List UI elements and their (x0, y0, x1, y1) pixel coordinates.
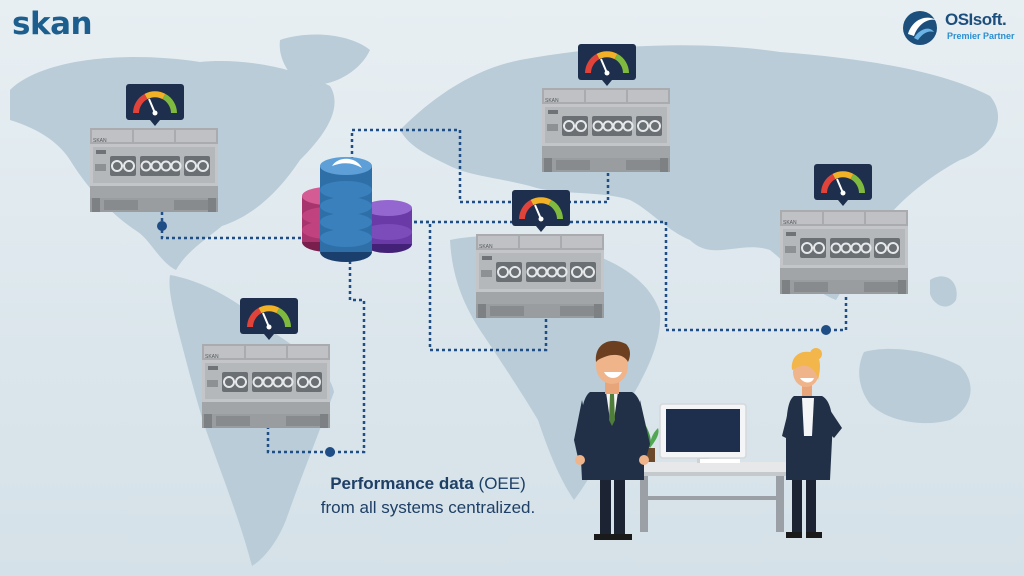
osisoft-logo: OSIsoft. Premier Partner (900, 8, 1018, 48)
connector-nodes (157, 221, 831, 457)
oee-gauge-icon (240, 298, 298, 340)
isolator-north-america: SKAN (89, 84, 219, 213)
machine-label: SKAN (205, 354, 219, 360)
machine-label: SKAN (479, 244, 493, 250)
machine-label: SKAN (545, 98, 559, 104)
osisoft-brand-text: OSIsoft. (945, 10, 1007, 29)
monitor-icon (659, 403, 747, 463)
caption-line-1: Performance data (OEE) (268, 472, 588, 496)
isolator-asia: SKAN (779, 164, 909, 295)
isolator-europe: SKAN (541, 44, 671, 173)
skan-logo: skan (12, 6, 93, 42)
connector-south-america (266, 255, 366, 454)
oee-gauge-icon (512, 190, 570, 232)
premier-partner-label: Premier Partner (947, 31, 1015, 41)
caption: Performance data (OEE) from all systems … (268, 472, 588, 520)
database-icon (302, 157, 412, 262)
connector-node (157, 221, 167, 231)
isolator-middle-east: SKAN (475, 190, 605, 319)
caption-line-2: from all systems centralized. (320, 498, 536, 517)
businesswoman-illustration (782, 348, 842, 538)
connector-asia (408, 220, 848, 332)
caption-oee: (OEE) (473, 474, 526, 493)
database-blue-stack (320, 157, 372, 262)
osisoft-swirl-icon (903, 11, 937, 45)
caption-bold: Performance data (330, 474, 474, 493)
machine-label: SKAN (93, 138, 107, 144)
businessman-illustration (574, 340, 650, 540)
oee-gauge-icon (814, 164, 872, 206)
isolator-south-america: SKAN (201, 298, 331, 429)
oee-gauge-icon (126, 84, 184, 126)
connector-node (325, 447, 335, 457)
machine-label: SKAN (783, 220, 797, 226)
desk-with-monitor (630, 403, 796, 532)
connector-node (821, 325, 831, 335)
oee-gauge-icon (578, 44, 636, 86)
connector-north-america (160, 206, 308, 240)
connector-europe (350, 128, 610, 204)
